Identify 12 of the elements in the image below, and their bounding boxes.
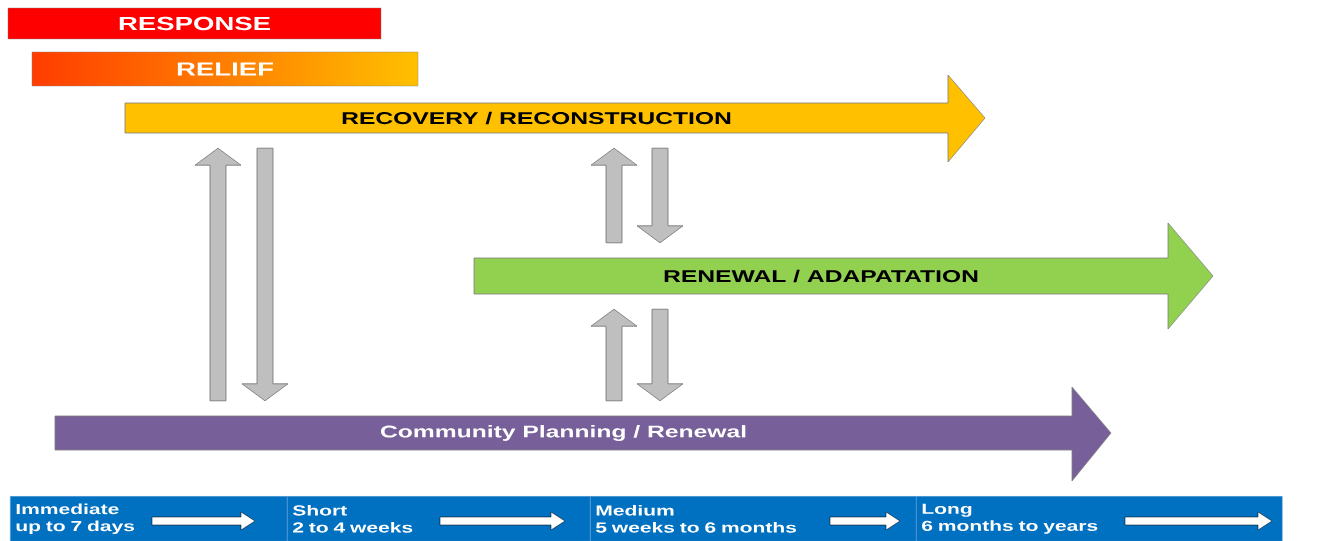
block-arrow <box>241 147 289 402</box>
phase-bar: RELIEF <box>31 51 419 87</box>
timescale-segment: Long 6 months to years <box>916 496 1283 541</box>
timescale-segment: Short 2 to 4 weeks <box>287 496 591 541</box>
phase-bar: RESPONSE <box>7 7 382 40</box>
block-arrow <box>636 308 684 402</box>
block-arrow <box>636 147 684 244</box>
timescale-segment: Immediate up to 7 days <box>10 496 288 541</box>
timescale-segment: Medium 5 weeks to 6 months <box>590 496 917 541</box>
block-arrow <box>194 147 242 402</box>
block-arrow <box>590 147 638 244</box>
block-arrow <box>590 308 638 402</box>
